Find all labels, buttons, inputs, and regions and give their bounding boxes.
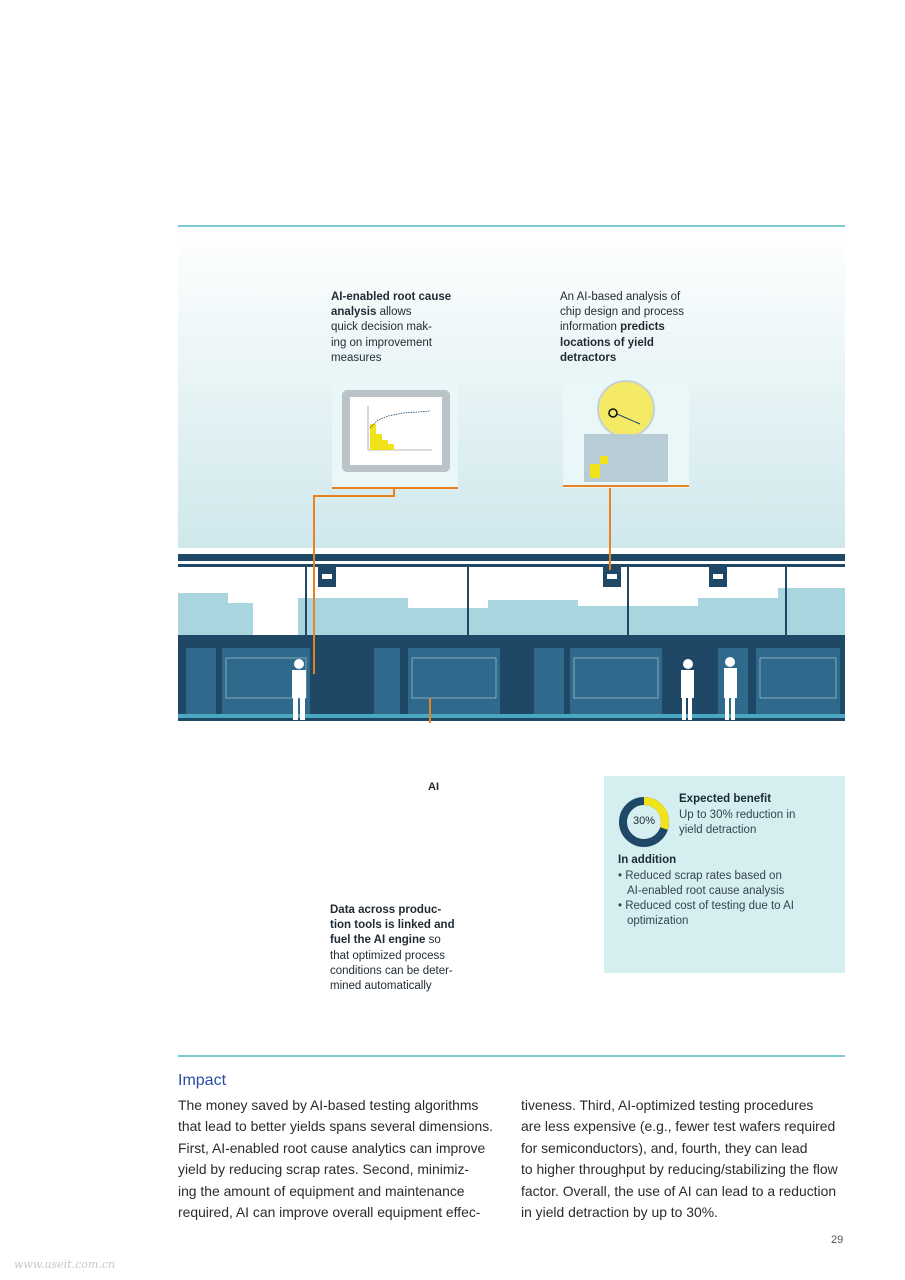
benefit-line1: Up to 30% reduction in xyxy=(679,809,796,821)
impact-col1-line: yield by reducing scrap rates. Second, m… xyxy=(178,1161,470,1178)
impact-col1-line: ing the amount of equipment and maintena… xyxy=(178,1182,465,1199)
data-tools-line5: conditions can be deter- xyxy=(330,964,453,977)
donut-label: 30% xyxy=(632,815,656,827)
benefit-donut-chart xyxy=(619,797,669,847)
impact-col2-line: tiveness. Third, AI-optimized testing pr… xyxy=(521,1097,814,1113)
worker-silhouettes xyxy=(292,657,737,720)
root-cause-bold: AI-enabled root cause analysis xyxy=(331,291,452,319)
impact-col1-line: that lead to better yields spans several… xyxy=(178,1118,494,1135)
benefit-line2: yield detraction xyxy=(679,824,757,836)
background-structures xyxy=(178,588,845,638)
data-tools-line6: mined automatically xyxy=(330,980,432,993)
ceiling-rail xyxy=(178,554,845,561)
chip-design-line1: An AI-based analysis of xyxy=(560,291,681,303)
root-cause-rest3: ing on improvement xyxy=(331,336,432,349)
impact-col1-line: The money saved by AI-based testing algo… xyxy=(178,1097,479,1113)
connector-lines xyxy=(313,486,611,723)
production-tools xyxy=(178,635,845,721)
chip-design-callout: An AI-based analysis of chip design and … xyxy=(560,290,710,366)
addition-title: In addition xyxy=(618,854,677,866)
chip-design-line3b: predicts xyxy=(620,321,665,334)
impact-col2-line: to higher throughput by reducing/stabili… xyxy=(521,1161,838,1178)
root-cause-rest4: measures xyxy=(331,351,382,364)
root-cause-rest2: quick decision mak- xyxy=(331,321,432,334)
root-cause-callout: AI-enabled root cause analysis allows qu… xyxy=(331,290,461,366)
background-sky xyxy=(178,228,845,548)
data-tools-line3a: fuel the AI engine xyxy=(330,934,426,947)
data-tools-line4: that optimized process xyxy=(330,949,446,962)
factory-illustration xyxy=(178,228,845,723)
impact-column-1: The money saved by AI-based testing algo… xyxy=(178,1095,498,1223)
expected-benefit-box: 30% Expected benefit Up to 30% reduction… xyxy=(604,776,845,973)
data-tools-callout: Data across produc- tion tools is linked… xyxy=(330,903,480,994)
data-tools-line1: Data across produc- xyxy=(330,904,442,916)
impact-heading: Impact xyxy=(178,1072,227,1089)
bullet1-line1: • Reduced scrap rates based on xyxy=(618,870,782,882)
page-number: 29 xyxy=(831,1234,844,1246)
wafer-map-panel xyxy=(563,378,689,488)
ceiling-rail-lower xyxy=(178,564,845,567)
root-cause-rest1: allows xyxy=(376,306,412,319)
top-divider xyxy=(178,225,845,227)
chip-design-line2: chip design and process xyxy=(560,306,685,319)
impact-col2-line: for semiconductors), and, fourth, they c… xyxy=(521,1139,808,1156)
data-tools-line3b: so xyxy=(425,934,441,947)
bullet1-line2: AI-enabled root cause analysis xyxy=(627,885,785,897)
chip-design-line3a: information xyxy=(560,321,621,334)
data-tools-line2: tion tools is linked and xyxy=(330,919,455,932)
impact-col2-line: factor. Overall, the use of AI can lead … xyxy=(521,1182,837,1199)
donut-highlight xyxy=(619,797,669,847)
impact-column-2: tiveness. Third, AI-optimized testing pr… xyxy=(521,1095,841,1223)
impact-col2-line: are less expensive (e.g., fewer test waf… xyxy=(521,1118,836,1135)
rail-poles xyxy=(305,567,787,638)
overhead-carriers xyxy=(318,567,727,587)
chip-design-line4: locations of yield xyxy=(560,336,654,349)
ai-badge-label: AI xyxy=(428,781,439,793)
bullet2-line1: • Reduced cost of testing due to AI xyxy=(618,900,794,912)
impact-col2-line: in yield detraction by up to 30%. xyxy=(521,1204,718,1221)
watermark: www.useit.com.cn xyxy=(14,1258,116,1271)
benefit-title: Expected benefit xyxy=(679,793,772,805)
bullet2-line2: optimization xyxy=(627,915,689,927)
impact-divider xyxy=(178,1055,845,1057)
chip-design-line5: detractors xyxy=(560,351,617,364)
root-cause-chart-panel xyxy=(332,378,458,489)
impact-col1-line: required, AI can improve overall equipme… xyxy=(178,1204,481,1221)
impact-col1-line: First, AI-enabled root cause analytics c… xyxy=(178,1139,486,1156)
